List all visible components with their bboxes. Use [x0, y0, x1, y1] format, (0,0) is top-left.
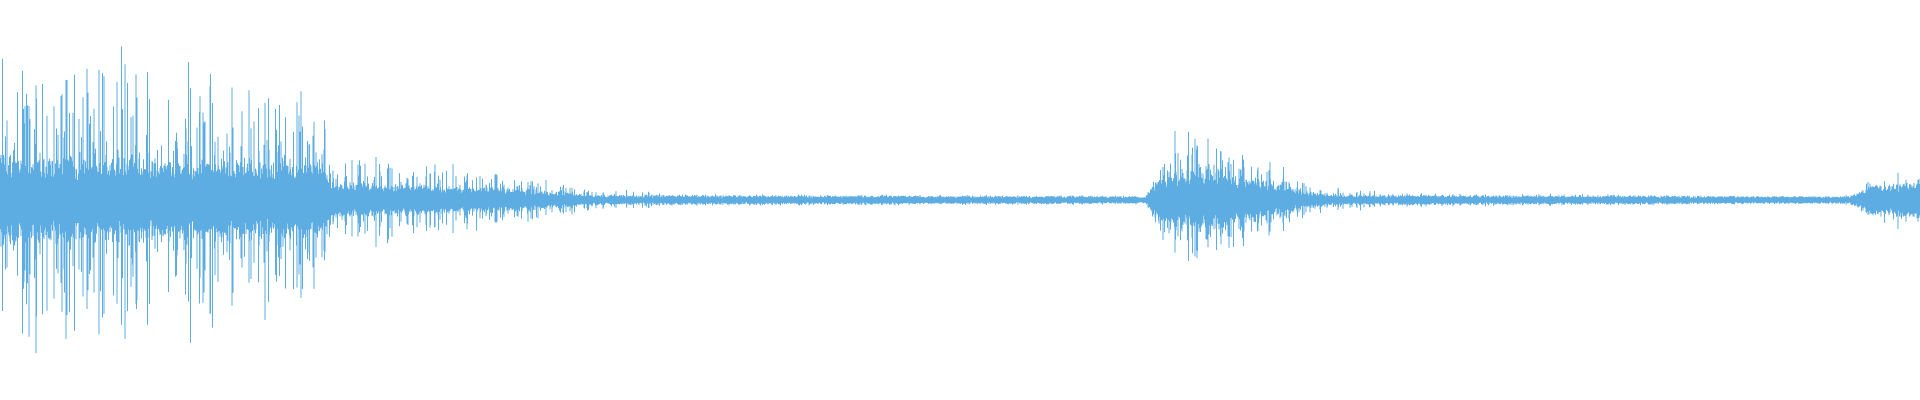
- waveform-trace: [0, 46, 1920, 354]
